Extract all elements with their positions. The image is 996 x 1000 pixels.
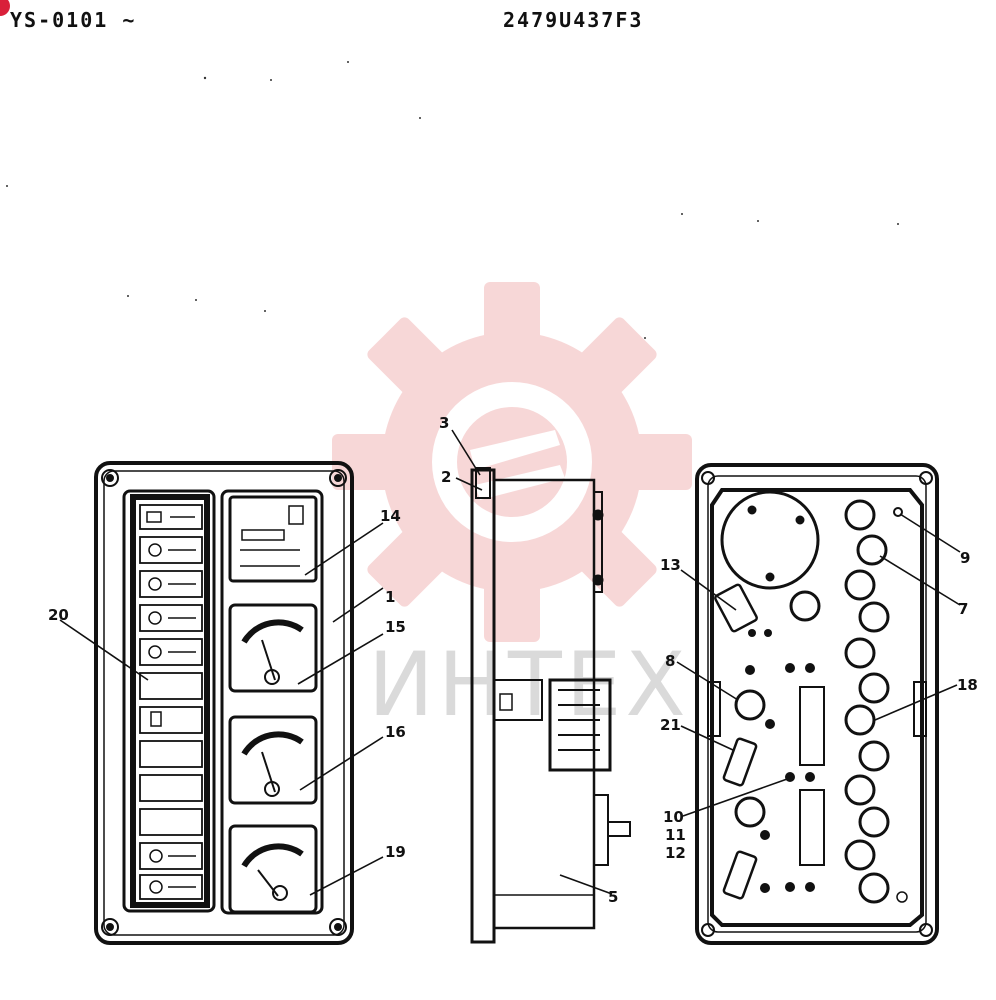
callout-16: 16 — [385, 723, 406, 741]
callout-10: 10 — [663, 808, 684, 826]
callout-11: 11 — [665, 826, 686, 844]
callout-19: 19 — [385, 843, 406, 861]
callout-21: 21 — [660, 716, 681, 734]
callout-18: 18 — [957, 676, 978, 694]
callout-3: 3 — [439, 414, 449, 432]
connector-icon — [558, 689, 600, 751]
callout-2: 2 — [441, 468, 451, 486]
front-view — [94, 461, 354, 945]
gauge-icon — [228, 603, 318, 693]
corner-red-mark — [0, 0, 10, 16]
terminal-block — [799, 789, 825, 866]
gauge-icon — [228, 824, 318, 914]
callout-8: 8 — [665, 652, 675, 670]
callout-13: 13 — [660, 556, 681, 574]
model-range-code: YS-0101 ~ — [10, 8, 137, 32]
part-number: 2479U437F3 — [503, 8, 644, 32]
callout-14: 14 — [380, 507, 401, 525]
callout-1: 1 — [385, 588, 395, 606]
bulb-socket-icon — [734, 499, 890, 904]
mounting-screw-icon — [701, 471, 933, 937]
rear-view — [695, 463, 939, 945]
callout-numbers: 1 2 3 5 7 8 9 10 11 12 13 14 15 16 18 19… — [48, 414, 978, 906]
terminal-block — [799, 686, 825, 766]
callout-9: 9 — [960, 549, 970, 567]
lamp-symbol-icon — [146, 511, 196, 894]
hour-meter-icon — [240, 505, 304, 567]
warning-lamp-column — [139, 504, 203, 900]
side-view — [470, 467, 631, 944]
watermark-text: ИНТЕХ — [368, 633, 690, 736]
callout-20: 20 — [48, 606, 69, 624]
callout-leaders — [59, 429, 961, 896]
callout-5: 5 — [608, 888, 618, 906]
gauge-housing — [720, 490, 820, 590]
scan-specks — [6, 61, 899, 339]
gauge-icon — [228, 715, 318, 805]
mounting-screw-icon — [101, 469, 347, 936]
watermark-gear-icon — [332, 282, 692, 642]
callout-12: 12 — [665, 844, 686, 862]
callout-15: 15 — [385, 618, 406, 636]
callout-7: 7 — [958, 600, 968, 618]
